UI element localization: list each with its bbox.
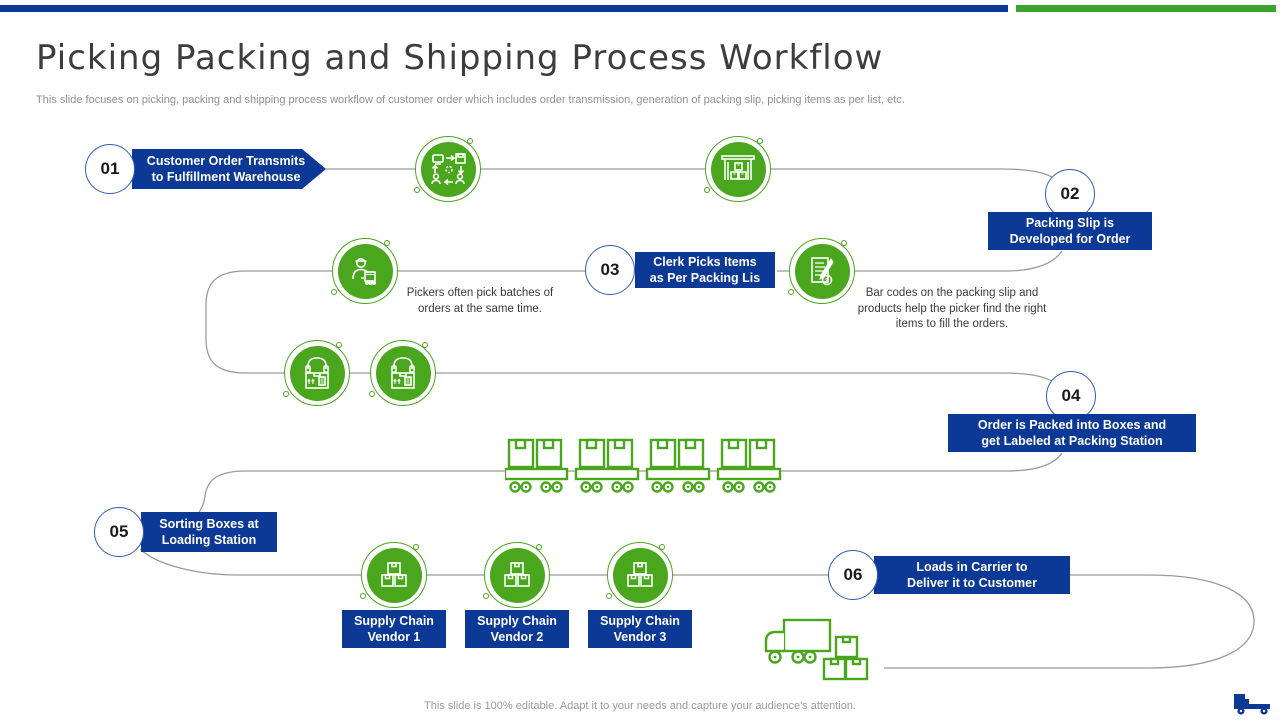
vendor-label-3-line2: Vendor 3 bbox=[613, 630, 667, 644]
ring-dot bbox=[467, 138, 473, 144]
step-number-2: 02 bbox=[1045, 169, 1095, 219]
step-banner-1: Customer Order Transmits to Fulfillment … bbox=[132, 149, 326, 189]
footer-note: This slide is 100% editable. Adapt it to… bbox=[424, 700, 856, 712]
vendor-label-1: Supply Chain Vendor 1 bbox=[342, 610, 446, 648]
step-banner-4: Order is Packed into Boxes and get Label… bbox=[948, 414, 1196, 452]
conveyor-carts-icon bbox=[503, 438, 785, 501]
ring-dot bbox=[788, 289, 794, 295]
step-banner-4-line1: Order is Packed into Boxes and bbox=[977, 417, 1167, 432]
ring-dot bbox=[841, 240, 847, 246]
logo-truck-icon bbox=[1226, 690, 1274, 721]
step-banner-1-line1: Customer Order Transmits bbox=[146, 153, 306, 168]
vendor-boxes-icon bbox=[360, 542, 427, 608]
packing-list-icon: $ bbox=[788, 238, 855, 304]
ring-dot bbox=[422, 342, 428, 348]
step-banner-6-line2: Deliver it to Customer bbox=[907, 576, 1037, 590]
ring-dot bbox=[483, 593, 489, 599]
page-title: Picking Packing and Shipping Process Wor… bbox=[36, 38, 884, 78]
ring-dot bbox=[331, 289, 337, 295]
headset-box-icon bbox=[369, 340, 436, 406]
step-banner-2-line1: Packing Slip is bbox=[1025, 215, 1115, 230]
ring-dot bbox=[384, 240, 390, 246]
vendor-label-2-line2: Vendor 2 bbox=[490, 630, 544, 644]
ring-dot bbox=[757, 138, 763, 144]
step-banner-2: Packing Slip is Developed for Order bbox=[988, 212, 1152, 250]
step-banner-3: Clerk Picks Items as Per Packing Lis bbox=[635, 252, 775, 288]
step-number-1: 01 bbox=[85, 144, 135, 194]
ring-dot bbox=[336, 342, 342, 348]
top-bar-green bbox=[1016, 5, 1276, 12]
step-banner-6: Loads in Carrier to Deliver it to Custom… bbox=[874, 556, 1070, 594]
step-banner-4-line2: get Labeled at Packing Station bbox=[981, 434, 1163, 448]
step-number-6: 06 bbox=[828, 550, 878, 600]
step-banner-6-line1: Loads in Carrier to bbox=[916, 559, 1028, 574]
vendor-label-1-line1: Supply Chain bbox=[354, 613, 434, 628]
vendor-label-2: Supply Chain Vendor 2 bbox=[465, 610, 569, 648]
vendor-boxes-icon bbox=[606, 542, 673, 608]
ring-dot bbox=[369, 391, 375, 397]
ring-dot bbox=[413, 544, 419, 550]
barcodes-note: Bar codes on the packing slip and produc… bbox=[857, 287, 1047, 331]
step-banner-5: Sorting Boxes at Loading Station bbox=[141, 512, 277, 552]
step-number-5: 05 bbox=[94, 507, 144, 557]
delivery-truck-icon bbox=[760, 610, 880, 690]
ring-dot bbox=[283, 391, 289, 397]
ring-dot bbox=[606, 593, 612, 599]
warehouse-icon bbox=[704, 136, 771, 202]
step-banner-5-line2: Loading Station bbox=[161, 533, 257, 547]
page-subtitle: This slide focuses on picking, packing a… bbox=[36, 94, 905, 106]
ring-dot bbox=[536, 544, 542, 550]
vendor-label-3: Supply Chain Vendor 3 bbox=[588, 610, 692, 648]
order-transmission-icon bbox=[414, 136, 481, 202]
ring-dot bbox=[704, 187, 710, 193]
svg-text:$: $ bbox=[825, 278, 829, 285]
vendor-label-1-line2: Vendor 1 bbox=[367, 630, 421, 644]
ring-dot bbox=[659, 544, 665, 550]
vendor-boxes-icon bbox=[483, 542, 550, 608]
step-banner-5-line1: Sorting Boxes at bbox=[159, 516, 259, 531]
step-banner-3-line2: as Per Packing Lis bbox=[649, 271, 761, 285]
pickers-note: Pickers often pick batches of orders at … bbox=[406, 287, 554, 315]
step-banner-1-line2: to Fulfillment Warehouse bbox=[151, 170, 301, 184]
vendor-label-2-line1: Supply Chain bbox=[477, 613, 557, 628]
step-banner-2-line2: Developed for Order bbox=[1009, 232, 1131, 246]
vendor-label-3-line1: Supply Chain bbox=[600, 613, 680, 628]
top-bar-blue bbox=[0, 5, 1008, 12]
picker-icon bbox=[331, 238, 398, 304]
ring-dot bbox=[360, 593, 366, 599]
ring-dot bbox=[414, 187, 420, 193]
step-banner-3-line1: Clerk Picks Items bbox=[653, 254, 757, 269]
step-number-3: 03 bbox=[585, 245, 635, 295]
headset-box-icon bbox=[283, 340, 350, 406]
